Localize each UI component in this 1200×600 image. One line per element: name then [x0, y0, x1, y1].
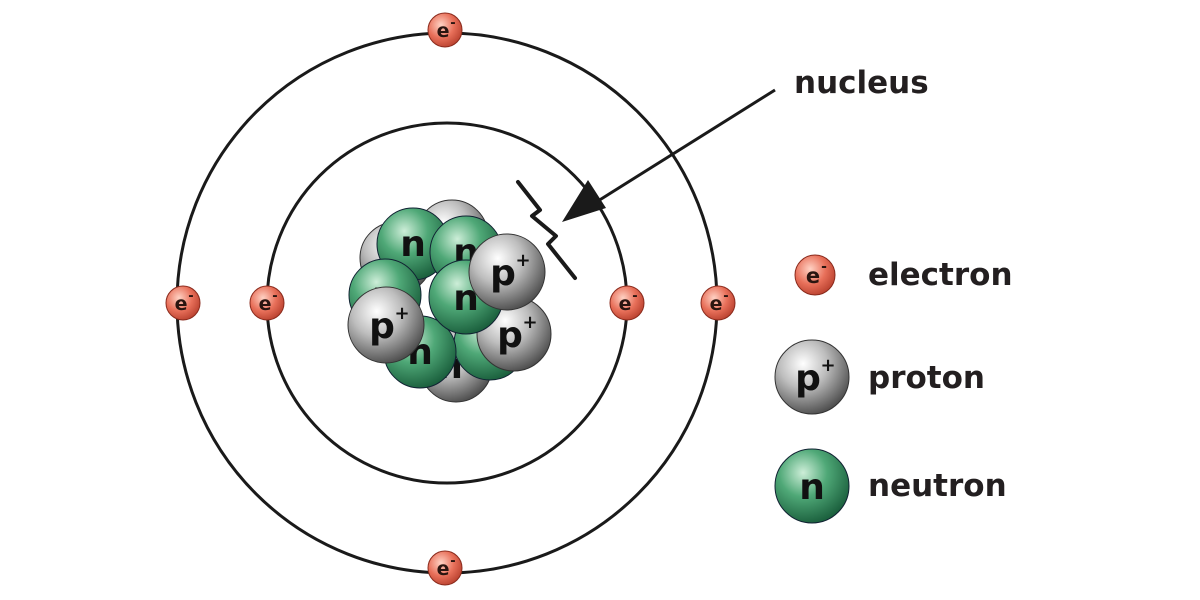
nucleus-callout: nucleus: [516, 65, 929, 280]
svg-text:+: +: [394, 303, 409, 324]
svg-text:e: e: [259, 293, 272, 315]
proton-left: p +: [347, 286, 425, 364]
svg-text:+: +: [522, 312, 537, 333]
legend-neutron-icon: n: [774, 448, 850, 524]
svg-text:n: n: [799, 467, 825, 508]
nucleus-label: nucleus: [794, 65, 929, 101]
callout-arrow-line: [589, 88, 776, 208]
svg-text:+: +: [515, 250, 530, 271]
legend-proton-icon: p +: [774, 339, 850, 415]
break-mark: [516, 180, 577, 280]
legend-electron-icon: e -: [794, 254, 836, 296]
svg-text:e: e: [710, 293, 723, 315]
electron-outer-right: e -: [700, 285, 736, 321]
svg-text:+: +: [820, 355, 835, 376]
svg-text:e: e: [619, 293, 632, 315]
svg-text:-: -: [450, 16, 455, 31]
svg-text:-: -: [632, 289, 637, 304]
svg-text:e: e: [175, 293, 188, 315]
svg-text:-: -: [272, 289, 277, 304]
svg-text:-: -: [821, 259, 827, 275]
svg-text:e: e: [806, 264, 820, 288]
electron-outer-top: e -: [427, 12, 463, 48]
svg-text:p: p: [795, 358, 821, 399]
legend-electron-label: electron: [868, 257, 1013, 293]
svg-text:e: e: [437, 558, 450, 580]
svg-text:p: p: [497, 315, 523, 356]
svg-text:-: -: [723, 289, 728, 304]
legend-neutron-label: neutron: [868, 468, 1007, 504]
svg-text:e: e: [437, 20, 450, 42]
svg-text:p: p: [369, 306, 395, 347]
electron-inner-right: e -: [609, 285, 645, 321]
electron-outer-left: e -: [165, 285, 201, 321]
legend: e - electron p + proton n neutron: [774, 254, 1013, 524]
nucleus: n n n n n n p +: [347, 199, 552, 403]
svg-text:-: -: [450, 554, 455, 569]
legend-proton-label: proton: [868, 360, 985, 396]
callout-arrowhead: [562, 180, 606, 222]
electron-inner-left: e -: [249, 285, 285, 321]
proton-top-right: p +: [468, 233, 546, 311]
electron-outer-bottom: e -: [427, 550, 463, 586]
svg-text:p: p: [490, 253, 516, 294]
svg-text:n: n: [400, 224, 426, 265]
svg-text:-: -: [188, 289, 193, 304]
